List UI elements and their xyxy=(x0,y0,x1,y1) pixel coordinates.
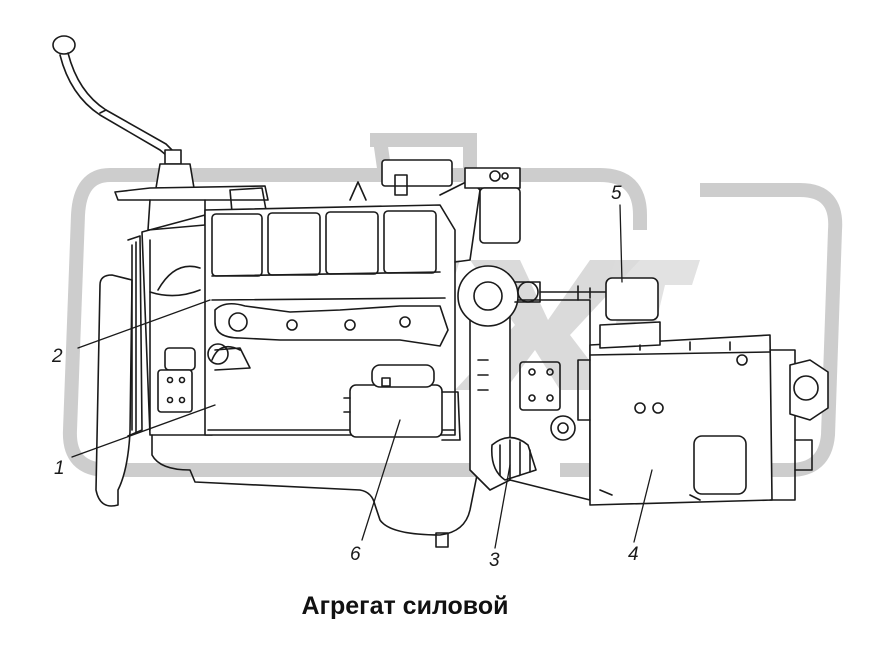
leader-1 xyxy=(71,404,216,458)
leader-2 xyxy=(77,299,211,349)
watermark-logo xyxy=(62,133,843,477)
top-duct xyxy=(114,185,269,231)
oil-pan xyxy=(151,434,479,548)
intake-assembly xyxy=(349,159,521,263)
leader-3 xyxy=(494,464,511,549)
figure-caption: Агрегат силовой xyxy=(301,592,509,620)
leader-lines xyxy=(71,204,653,549)
rear-flange xyxy=(769,349,829,501)
leader-4 xyxy=(633,469,653,543)
radiator-frame xyxy=(95,235,143,507)
callout-1: 1 xyxy=(54,458,65,479)
leader-6 xyxy=(361,419,401,541)
callout-3: 3 xyxy=(489,550,500,571)
compressor-pulley xyxy=(457,265,606,327)
gearbox xyxy=(577,277,773,506)
front-cover xyxy=(141,214,213,436)
callout-5: 5 xyxy=(611,183,622,204)
callout-6: 6 xyxy=(350,544,361,565)
gear-lever xyxy=(52,35,195,189)
callout-2: 2 xyxy=(51,346,63,367)
starter-motor xyxy=(343,364,461,441)
clutch-housing xyxy=(469,299,591,501)
callout-4: 4 xyxy=(628,544,639,565)
leader-5 xyxy=(619,204,623,283)
power-unit-drawing xyxy=(52,35,829,549)
